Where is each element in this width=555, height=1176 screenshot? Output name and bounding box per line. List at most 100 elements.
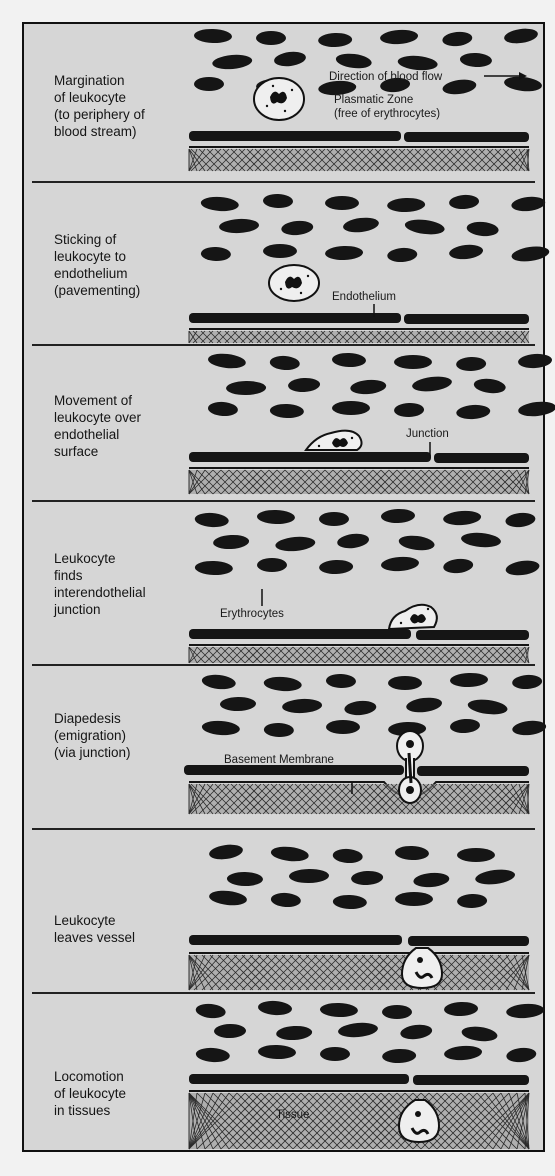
erythrocyte — [382, 1005, 412, 1019]
erythrocyte — [195, 560, 233, 575]
panel-label: Sticking of leukocyte to endothelium (pa… — [54, 231, 184, 299]
vessel-scene: Junction — [184, 346, 539, 501]
erythrocyte — [269, 355, 300, 371]
vessel-wall — [184, 765, 529, 814]
erythrocyte — [195, 1002, 226, 1019]
vessel-scene: Erythrocytes — [184, 502, 539, 665]
erythrocyte — [381, 556, 420, 573]
erythrocyte — [333, 894, 367, 909]
vessel-wall — [189, 313, 529, 343]
erythrocyte — [194, 28, 232, 43]
erythrocyte — [201, 673, 236, 690]
vessel-wall — [189, 1074, 529, 1149]
erythrocyte — [381, 508, 415, 523]
vessel-wall — [189, 131, 529, 171]
erythrocyte — [212, 53, 253, 70]
erythrocyte — [460, 531, 501, 548]
erythrocyte — [263, 676, 302, 693]
annotation: Basement Membrane — [224, 754, 334, 766]
panel-label: Leukocyte finds interendothelial junctio… — [54, 550, 184, 618]
erythrocyte — [506, 1046, 537, 1063]
erythrocyte — [257, 558, 287, 572]
erythrocyte — [332, 352, 366, 367]
erythrocyte — [342, 216, 379, 234]
panel-label: Leukocyte leaves vessel — [54, 912, 184, 946]
erythrocyte — [394, 355, 432, 369]
erythrocyte — [337, 1021, 378, 1038]
erythrocyte — [395, 845, 429, 860]
erythrocyte — [258, 1000, 293, 1016]
erythrocyte — [405, 696, 442, 714]
vessel-scene: Direction of blood flow Plasmatic Zone (… — [184, 24, 539, 182]
erythrocyte — [201, 246, 231, 261]
panel-movement: Movement of leukocyte over endothelial s… — [24, 346, 543, 501]
erythrocyte — [394, 402, 424, 417]
erythrocyte — [449, 194, 480, 210]
erythrocyte — [351, 870, 384, 886]
erythrocyte — [256, 31, 286, 45]
erythrocyte — [404, 218, 445, 237]
erythrocyte — [332, 401, 370, 415]
erythrocyte — [397, 54, 438, 71]
leukocyte — [254, 78, 304, 120]
erythrocyte — [319, 512, 349, 526]
erythrocyte — [270, 845, 309, 863]
vessel-scene: Endothelium — [184, 183, 539, 345]
vessel-scene: Tissue — [184, 994, 539, 1152]
erythrocyte — [281, 220, 314, 237]
erythrocyte — [273, 50, 306, 68]
erythrocyte — [382, 1048, 416, 1063]
erythrocyte — [442, 78, 478, 97]
erythrocyte — [289, 869, 329, 884]
erythrocyte — [263, 193, 293, 208]
erythrocyte — [400, 1023, 433, 1041]
erythrocyte — [219, 218, 260, 234]
erythrocyte — [208, 843, 244, 862]
erythrocyte — [387, 247, 418, 263]
erythrocyte — [194, 512, 229, 528]
annotation: Erythrocytes — [220, 608, 284, 620]
erythrocyte — [503, 27, 539, 46]
leukocyte — [269, 265, 319, 301]
erythrocyte — [214, 1024, 246, 1039]
erythrocyte — [318, 32, 352, 47]
erythrocyte — [263, 244, 297, 258]
erythrocyte — [518, 353, 553, 369]
erythrocyte — [226, 381, 266, 396]
erythrocyte — [448, 243, 483, 260]
erythrocyte — [336, 532, 369, 550]
erythrocyte — [227, 872, 263, 887]
panel-sticking: Sticking of leukocyte to endothelium (pa… — [24, 183, 543, 345]
erythrocyte — [326, 720, 360, 734]
panel-label: Margination of leukocyte (to periphery o… — [54, 72, 184, 140]
erythrocyte — [344, 700, 377, 717]
erythrocyte — [511, 244, 551, 263]
erythrocyte — [194, 77, 224, 91]
erythrocyte — [332, 848, 363, 864]
erythrocyte — [444, 1045, 483, 1062]
erythrocyte — [398, 534, 435, 552]
erythrocyte — [220, 697, 256, 712]
erythrocyte — [282, 698, 323, 714]
leukocyte-emigration-figure: Margination of leukocyte (to periphery o… — [22, 22, 545, 1152]
annotation: Tissue — [276, 1109, 309, 1121]
erythrocyte — [195, 1047, 230, 1063]
erythrocyte — [467, 698, 508, 717]
annotation: Direction of blood flow — [329, 71, 443, 83]
erythrocyte — [505, 559, 541, 578]
erythrocyte — [473, 377, 506, 395]
panel-label: Locomotion of leukocyte in tissues — [54, 1068, 184, 1119]
erythrocyte — [207, 352, 246, 370]
erythrocyte — [325, 196, 359, 210]
erythrocyte — [517, 400, 555, 418]
erythrocyte — [450, 672, 488, 687]
erythrocyte — [388, 676, 422, 690]
vessel-scene: Basement Membrane — [184, 666, 539, 829]
annotation: Junction — [406, 428, 449, 440]
erythrocyte — [505, 511, 536, 528]
erythrocyte — [456, 404, 491, 420]
erythrocyte — [213, 534, 250, 550]
erythrocyte — [320, 1002, 358, 1017]
erythrocyte — [257, 509, 295, 524]
panel-margination: Margination of leukocyte (to periphery o… — [24, 24, 543, 182]
